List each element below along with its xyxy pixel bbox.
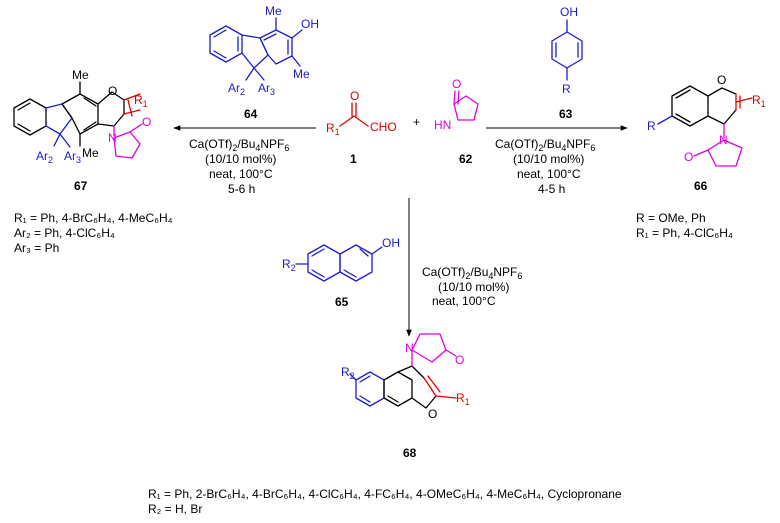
group-ar2: Ar2 [36,149,53,165]
atom-oh: OH [560,5,578,19]
label-64: 64 [244,107,258,121]
group-r1: R1 [752,93,766,109]
compound-64-structure [209,17,303,81]
svg-text:(10/10 mol%): (10/10 mol%) [205,152,276,166]
compound-68-structure [349,333,457,409]
atom-o: O [350,89,359,103]
svg-text:4-5 h: 4-5 h [538,182,565,196]
group-ar2: Ar2 [228,81,245,97]
group-ar3: Ar3 [258,81,275,97]
svg-text:Ca(OTf)2/Bu4NPF6: Ca(OTf)2/Bu4NPF6 [422,265,522,281]
atom-o: O [428,407,437,421]
compound-62-structure [453,90,479,121]
svg-text:Ar₃ = Ph: Ar₃ = Ph [14,241,59,255]
svg-text:neat, 100°C: neat, 100°C [432,294,496,308]
label-67: 67 [74,179,88,193]
group-r2: R2 [282,257,296,273]
svg-text:(10/10 mol%): (10/10 mol%) [513,152,584,166]
atom-r: R [562,82,571,96]
compound-65-structure [295,244,383,282]
compound-1-structure [339,102,369,127]
label-1: 1 [350,152,357,166]
label-66: 66 [694,179,708,193]
atom-o: O [142,115,151,129]
atom-me: Me [265,4,282,18]
conditions-bottom: Ca(OTf)2/Bu4NPF6 (10/10 mol%) neat, 100°… [422,265,522,308]
svg-text:neat, 100°C: neat, 100°C [517,167,581,181]
plus-sign: + [413,115,420,129]
group-r1: R1 [326,121,340,137]
substituents-right: R = OMe, Ph R₁ = Ph, 4-ClC₆H₄ [636,211,733,240]
atom-oh: OH [382,236,400,250]
svg-text:R = OMe, Ph: R = OMe, Ph [636,211,706,225]
atom-o: O [108,84,117,98]
atom-n: N [405,341,414,355]
atom-o: O [455,353,464,367]
svg-text:neat, 100°C: neat, 100°C [209,167,273,181]
svg-text:5-6 h: 5-6 h [228,182,255,196]
conditions-left: Ca(OTf)2/Bu4NPF6 (10/10 mol%) neat, 100°… [189,137,289,196]
atom-o: O [684,150,693,164]
atom-n: N [108,131,117,145]
atom-me: Me [72,68,89,82]
svg-text:R₁ = Ph, 4-ClC₆H₄: R₁ = Ph, 4-ClC₆H₄ [636,226,733,240]
svg-text:R₁ = Ph, 2-BrC₆H₄, 4-BrC₆H₄, 4: R₁ = Ph, 2-BrC₆H₄, 4-BrC₆H₄, 4-ClC₆H₄, 4… [148,487,622,501]
label-63: 63 [559,107,573,121]
svg-text:R₁ = Ph, 4-BrC₆H₄, 4-MeC₆H₄: R₁ = Ph, 4-BrC₆H₄, 4-MeC₆H₄ [14,211,173,225]
atom-o: O [452,77,461,91]
label-68: 68 [403,446,417,460]
svg-text:R₂ = H, Br: R₂ = H, Br [148,502,202,516]
group-r2: R2 [341,365,355,381]
atom-r: R [647,119,656,133]
label-65: 65 [335,295,349,309]
atom-n: N [719,133,728,147]
compound-67-structure [13,81,143,159]
compound-66-structure [657,85,753,167]
atom-hn: HN [434,118,451,132]
atom-cho: CHO [370,120,397,134]
substituents-left: R₁ = Ph, 4-BrC₆H₄, 4-MeC₆H₄ Ar₂ = Ph, 4-… [14,211,173,255]
group-ar3: Ar3 [64,149,81,165]
svg-text:Ca(OTf)2/Bu4NPF6: Ca(OTf)2/Bu4NPF6 [189,137,289,153]
svg-text:(10/10 mol%): (10/10 mol%) [438,280,509,294]
svg-text:Ar₂ = Ph, 4-ClC₆H₄: Ar₂ = Ph, 4-ClC₆H₄ [14,226,115,240]
substituents-bottom: R₁ = Ph, 2-BrC₆H₄, 4-BrC₆H₄, 4-ClC₆H₄, 4… [148,487,622,516]
atom-me: Me [293,67,310,81]
compound-63-structure [551,19,583,81]
label-62: 62 [459,152,473,166]
conditions-right: Ca(OTf)2/Bu4NPF6 (10/10 mol%) neat, 100°… [495,137,595,196]
group-r1: R1 [456,391,470,407]
atom-o: O [717,73,726,87]
svg-text:Ca(OTf)2/Bu4NPF6: Ca(OTf)2/Bu4NPF6 [495,137,595,153]
atom-me: Me [82,146,99,160]
group-r1: R1 [134,93,148,109]
atom-oh: OH [301,17,319,31]
